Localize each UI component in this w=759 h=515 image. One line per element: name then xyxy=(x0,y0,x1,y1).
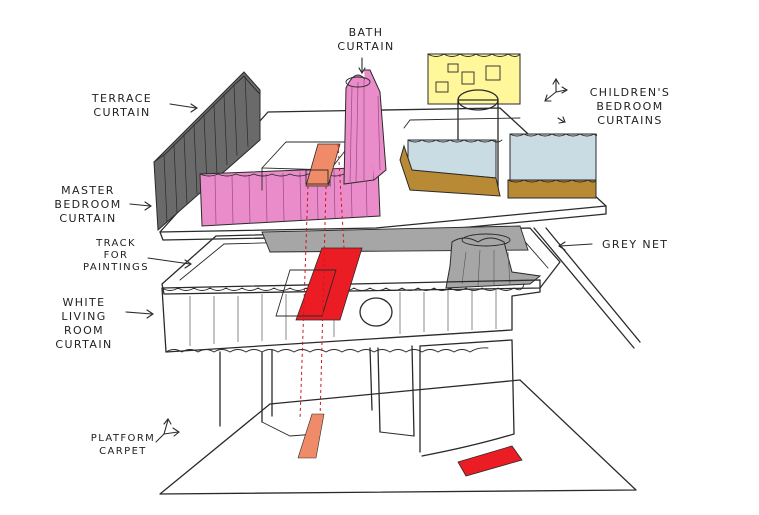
track-paintings-line-3: PAINTINGS xyxy=(83,262,149,273)
platform-carpet-label: PLATFORM CARPET xyxy=(88,432,158,458)
track-paintings-label: TRACK FOR PAINTINGS xyxy=(76,238,156,274)
grey-net-line-1: GREY NET xyxy=(602,238,669,251)
salmon-strip-bottom xyxy=(297,413,325,459)
bath-curtain-shape xyxy=(343,69,387,185)
platform-carpet-line-1: PLATFORM xyxy=(90,433,156,444)
white-curtain-line-4: CURTAIN xyxy=(55,338,113,351)
white-curtain-line-2: LIVING xyxy=(61,310,107,323)
terrace-curtain-line-1: TERRACE xyxy=(91,92,153,105)
red-panel-middle xyxy=(275,247,363,321)
dashed-guides xyxy=(299,143,345,421)
master-curtain-label: MASTER BEDROOM CURTAIN xyxy=(46,184,130,226)
childrens-bedroom-shape xyxy=(399,53,598,199)
grey-net-shape xyxy=(261,225,542,289)
track-paintings-line-2: FOR xyxy=(103,250,129,261)
platform-carpet-line-2: CARPET xyxy=(99,446,147,457)
childrens-curtains-label: CHILDREN'S BEDROOM CURTAINS xyxy=(574,86,686,128)
master-curtain-line-2: BEDROOM xyxy=(54,198,122,211)
terrace-curtain-line-2: CURTAIN xyxy=(93,106,151,119)
red-rug-bottom xyxy=(457,445,523,477)
track-paintings-line-1: TRACK xyxy=(96,238,136,249)
childrens-curtains-line-2: BEDROOM xyxy=(596,100,664,113)
salmon-strip-top xyxy=(305,143,341,187)
terrace-curtain-label: TERRACE CURTAIN xyxy=(80,92,164,120)
white-curtain-shape xyxy=(161,279,541,353)
childrens-curtains-line-3: CURTAINS xyxy=(597,114,663,127)
master-curtain-line-1: MASTER xyxy=(61,184,115,197)
grey-net-label: GREY NET xyxy=(602,238,668,252)
white-curtain-line-1: WHITE xyxy=(62,296,106,309)
middle-floor xyxy=(161,227,641,349)
master-curtain-line-3: CURTAIN xyxy=(59,212,117,225)
ground-platform xyxy=(159,339,637,495)
bath-curtain-label: BATH CURTAIN xyxy=(330,26,402,54)
bath-curtain-line-2: CURTAIN xyxy=(337,40,395,53)
terrace-curtain-shape xyxy=(153,71,261,232)
label-arrows xyxy=(125,57,593,443)
childrens-curtains-line-1: CHILDREN'S xyxy=(589,86,671,99)
bath-curtain-line-1: BATH xyxy=(348,26,384,39)
white-curtain-line-3: ROOM xyxy=(63,324,105,337)
white-curtain-label: WHITE LIVING ROOM CURTAIN xyxy=(44,296,124,352)
